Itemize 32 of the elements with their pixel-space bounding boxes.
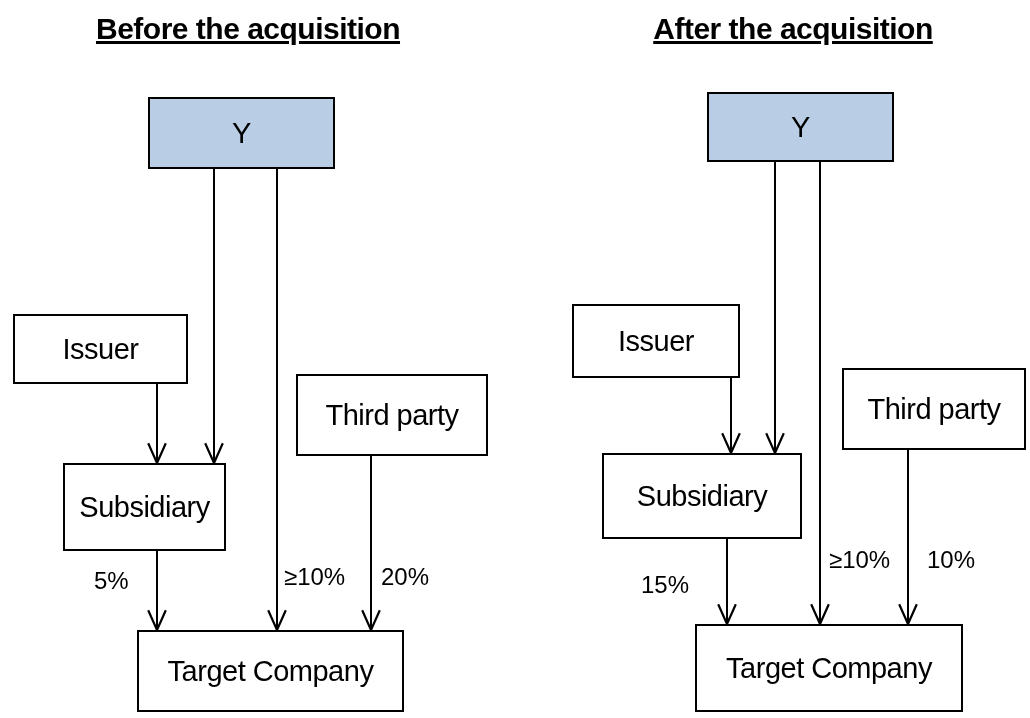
entity-box xyxy=(602,453,802,539)
entity-box xyxy=(148,97,335,169)
entity-box xyxy=(13,314,188,384)
arrow xyxy=(717,538,737,626)
entity-label: Third party xyxy=(325,398,459,432)
arrow xyxy=(810,161,830,626)
section-heading: Before the acquisition xyxy=(96,12,400,46)
entity-label: Y xyxy=(791,110,810,144)
entity-label: Y xyxy=(232,116,251,150)
arrow xyxy=(147,383,167,465)
arrow xyxy=(147,550,167,632)
entity-label: Third party xyxy=(867,392,1001,426)
entity-box xyxy=(63,463,226,551)
arrow xyxy=(898,449,918,626)
arrow xyxy=(765,161,785,455)
entity-box xyxy=(695,624,963,712)
entity-label: Target Company xyxy=(167,654,374,688)
entity-label: Issuer xyxy=(62,332,139,366)
section-heading: After the acquisition xyxy=(653,12,933,46)
arrow xyxy=(267,168,287,632)
entity-box xyxy=(707,92,894,162)
entity-label: Issuer xyxy=(618,324,694,358)
arrow xyxy=(204,168,224,465)
entity-box xyxy=(842,368,1026,450)
entity-box xyxy=(137,630,404,712)
entity-label: Target Company xyxy=(726,651,932,685)
entity-box xyxy=(572,304,740,378)
entity-label: Subsidiary xyxy=(636,479,768,513)
entity-box xyxy=(296,374,488,456)
entity-label: Subsidiary xyxy=(79,490,210,524)
arrow xyxy=(721,377,741,455)
arrow xyxy=(361,455,381,632)
